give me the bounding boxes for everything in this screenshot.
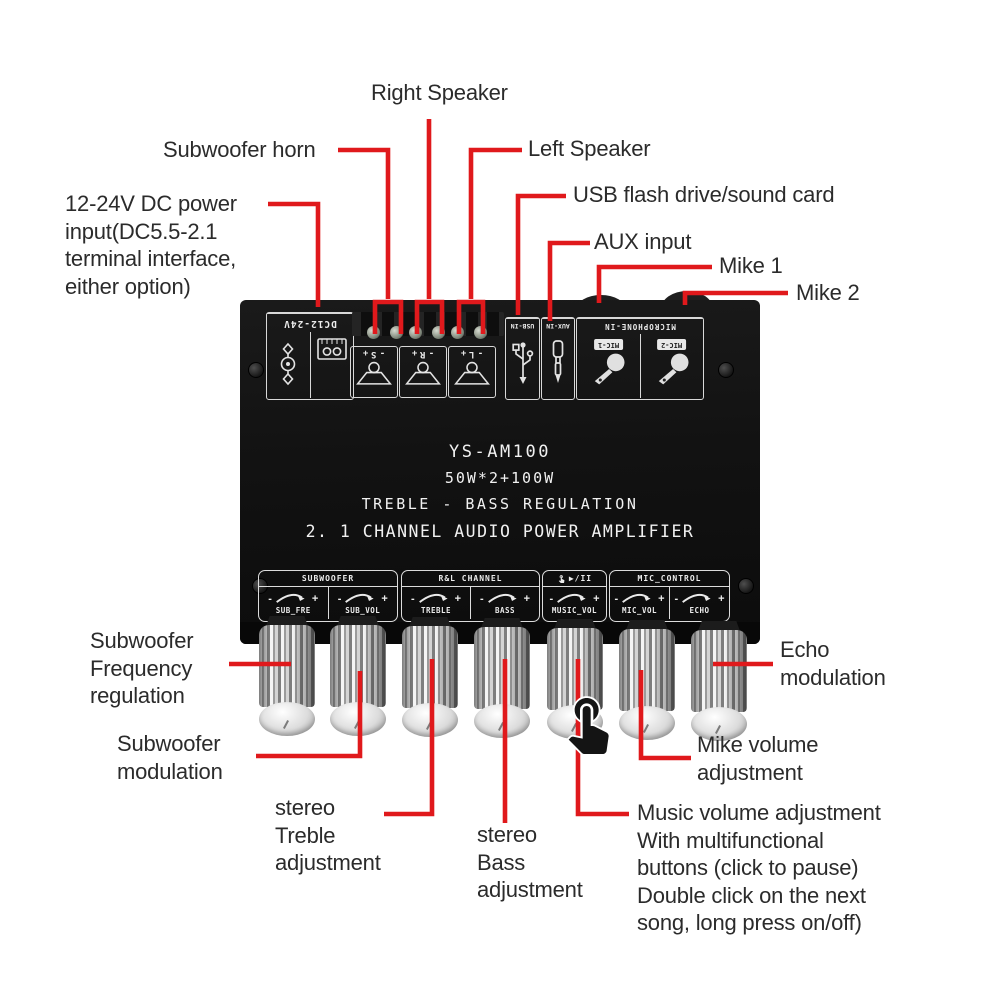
- mic2-badge: MIC-2: [657, 339, 687, 350]
- regulation-line: TREBLE - BASS REGULATION: [361, 495, 639, 513]
- callout-mike1: Mike 1: [719, 253, 783, 278]
- dc-label: DC12-24V: [267, 313, 353, 332]
- mic2-cell: MIC-2: [639, 334, 704, 398]
- terminal-block-icon: [309, 332, 354, 398]
- screw-terminal: [409, 326, 422, 339]
- dc-barrel-plug-icon: [267, 332, 310, 398]
- touch-hand-cursor-icon: [566, 696, 611, 754]
- subwoofer-section-header: SUBWOOFER: [259, 571, 397, 587]
- callout-subwoofer-horn: Subwoofer horn: [163, 137, 316, 162]
- turn-arrow-icon: [275, 593, 305, 603]
- microphone-icon: [658, 353, 689, 385]
- subwoofer-terminal-box: +S-: [350, 346, 398, 398]
- mic-control-section-header: MIC_CONTROL: [610, 571, 729, 587]
- callout-mike2: Mike 2: [796, 280, 860, 305]
- sub-fre-cell: - + SUB_FRE: [268, 592, 319, 615]
- usb-icon: [506, 333, 539, 387]
- knob-sub-vol: [330, 616, 386, 740]
- case-screw: [248, 362, 264, 378]
- left-speaker-terminal-box: +L-: [448, 346, 496, 398]
- mic1-badge: MIC-1: [593, 339, 623, 350]
- microphone-in-label: MICROPHONE-IN: [577, 318, 703, 334]
- touch-hand-icon: [558, 575, 565, 583]
- screw-terminal: [474, 326, 487, 339]
- section-subwoofer: SUBWOOFER - + SUB_FRE - + SUB_VOL: [258, 570, 398, 622]
- turn-arrow-icon: [345, 593, 374, 603]
- treble-cell: - + TREBLE: [410, 592, 462, 615]
- turn-arrow-icon: [418, 593, 448, 603]
- aux-jack-icon: [542, 333, 574, 387]
- music-vol-cell: - + MUSIC_VOL: [549, 592, 600, 615]
- aux-port: AUX-IN: [541, 317, 575, 400]
- right-speaker-terminal-box: +R-: [399, 346, 447, 398]
- bass-cell: - + BASS: [470, 587, 539, 619]
- amplifier-line: 2. 1 CHANNEL AUDIO POWER AMPLIFIER: [305, 522, 695, 541]
- amplifier-device: DC12-24V: [240, 300, 760, 741]
- knob-treble: [402, 617, 458, 741]
- line-power: [268, 201, 321, 307]
- device-front-print: YS-AM100 50W*2+100W TREBLE - BASS REGULA…: [240, 442, 760, 541]
- rl-channel-section-header: R&L CHANNEL: [402, 571, 539, 587]
- play-pause-label: ▶/II: [568, 574, 593, 583]
- mic1-cell: MIC-1: [577, 334, 640, 398]
- usb-port: USB-IN: [505, 317, 540, 400]
- screw-terminal: [432, 326, 445, 339]
- line-usb: [515, 193, 566, 315]
- section-mic-control: MIC_CONTROL - + MIC_VOL - + ECHO: [609, 570, 730, 622]
- screw-terminal: [367, 326, 380, 339]
- echo-cell: - + ECHO: [669, 587, 729, 619]
- mic-vol-cell: - + MIC_VOL: [614, 592, 665, 615]
- power-rating: 50W*2+100W: [444, 469, 556, 487]
- callout-right-speaker: Right Speaker: [371, 80, 508, 105]
- speaker-icon: [454, 361, 490, 385]
- callout-left-speaker: Left Speaker: [528, 136, 651, 161]
- dc-power-port-group: DC12-24V: [266, 312, 354, 400]
- knob-bass: [474, 618, 530, 742]
- microphone-ports-group: MICROPHONE-IN MIC-1 MIC-2: [576, 317, 704, 400]
- case-screw: [738, 578, 754, 594]
- knob-sub-fre: [259, 616, 315, 740]
- callout-aux: AUX input: [594, 229, 692, 254]
- speaker-icon: [405, 361, 441, 385]
- aux-label: AUX-IN: [542, 318, 574, 333]
- section-rl-channel: R&L CHANNEL - + TREBLE - + BASS: [401, 570, 540, 622]
- turn-arrow-icon: [557, 593, 586, 603]
- turn-arrow-icon: [682, 593, 711, 603]
- screw-terminal: [451, 326, 464, 339]
- turn-arrow-icon: [622, 593, 651, 603]
- model-number: YS-AM100: [449, 442, 551, 462]
- usb-label: USB-IN: [506, 318, 539, 333]
- knob-echo: [691, 621, 747, 745]
- turn-arrow-icon: [487, 593, 517, 603]
- case-screw: [718, 362, 734, 378]
- knob-mic-vol: [619, 620, 675, 744]
- sub-vol-cell: - + SUB_VOL: [327, 587, 398, 619]
- section-music: ▶/II - + MUSIC_VOL: [542, 570, 607, 622]
- music-section-header: ▶/II: [543, 571, 606, 587]
- microphone-icon: [595, 353, 625, 385]
- speaker-icon: [356, 361, 392, 385]
- screw-terminal: [390, 326, 403, 339]
- callout-usb: USB flash drive/sound card: [573, 182, 835, 207]
